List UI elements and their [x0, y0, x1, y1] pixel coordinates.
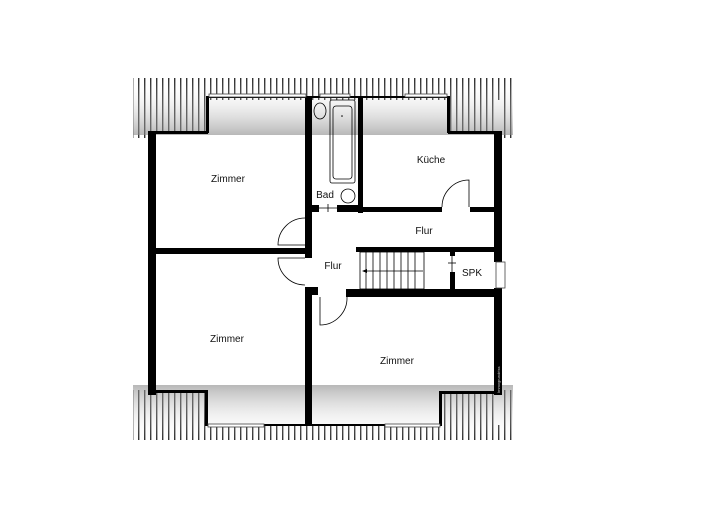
room-label-spk: SPK	[462, 268, 482, 279]
room-label-zimmer: Zimmer	[210, 334, 245, 345]
room-label-bad: Bad	[316, 190, 334, 201]
room-label-kueche: Küche	[417, 155, 446, 166]
room-label-flur: Flur	[324, 261, 342, 272]
walls	[148, 96, 502, 426]
toilet	[313, 102, 327, 120]
staircase	[359, 251, 425, 290]
room-label-flur: Flur	[415, 226, 433, 237]
bathtub	[329, 99, 356, 184]
windows	[207, 93, 506, 428]
watermark: Immogrundriss	[496, 367, 501, 393]
room-label-zimmer: Zimmer	[380, 356, 415, 367]
sink	[340, 188, 356, 204]
doors	[277, 179, 470, 326]
room-label-zimmer: Zimmer	[211, 174, 246, 185]
